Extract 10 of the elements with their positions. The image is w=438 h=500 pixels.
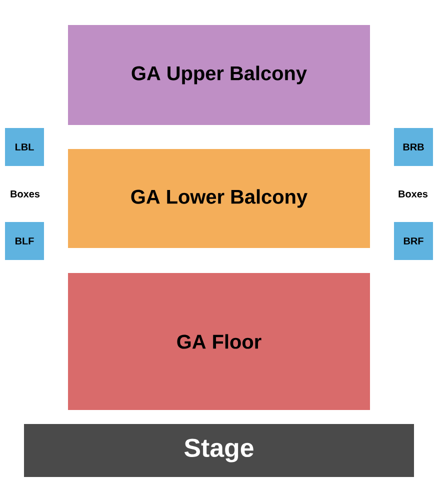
seating-section: GA Floor bbox=[68, 273, 370, 410]
box-seat: LBL bbox=[5, 128, 44, 166]
seating-section: GA Lower Balcony bbox=[68, 149, 370, 248]
section-label: Boxes bbox=[10, 190, 40, 198]
stage: Stage bbox=[24, 424, 414, 477]
seating-section: GA Upper Balcony bbox=[68, 25, 370, 125]
box-seat: BLF bbox=[5, 222, 44, 260]
section-label: Boxes bbox=[398, 190, 428, 198]
box-seat: BRB bbox=[394, 128, 433, 166]
box-seat: BRF bbox=[394, 222, 433, 260]
